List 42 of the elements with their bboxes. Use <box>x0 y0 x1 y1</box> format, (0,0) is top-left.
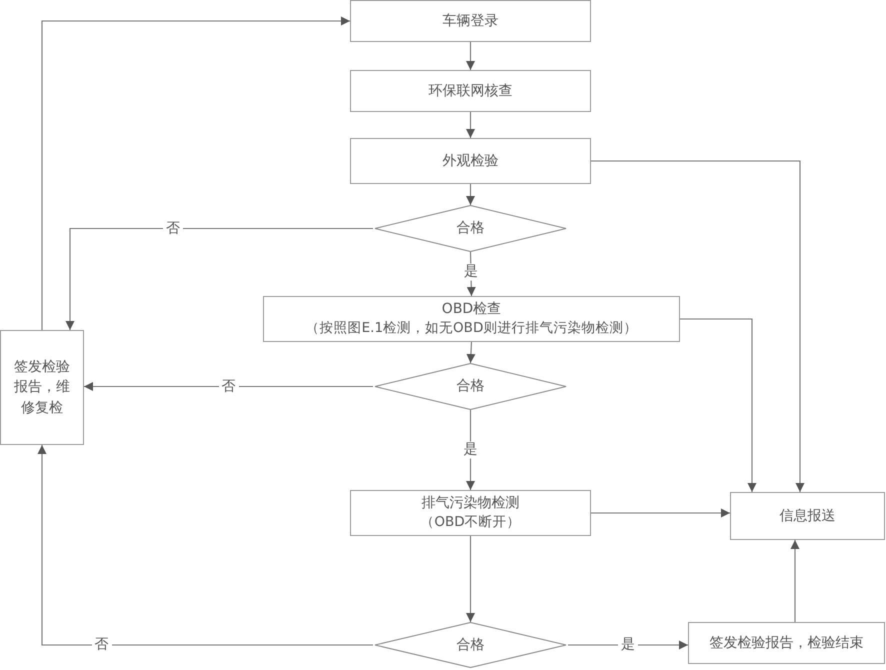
arrow <box>790 540 800 622</box>
decision-label: 合格 <box>456 219 484 238</box>
arrow <box>466 42 475 70</box>
process-box <box>350 138 591 184</box>
box-label: （按照图E.1检测，如无OBD则进行排气污染物检测） <box>306 319 638 338</box>
decision-diamond <box>373 363 568 410</box>
arrow <box>466 342 476 364</box>
box-label: 车辆登录 <box>442 12 498 31</box>
decision-label: 合格 <box>456 636 484 655</box>
process-box <box>350 70 591 112</box>
process-box <box>688 622 885 664</box>
arrow <box>41 16 350 330</box>
arrow <box>84 382 373 391</box>
arrow <box>591 160 804 492</box>
arrow <box>568 640 688 650</box>
arrow <box>466 184 475 205</box>
edge-label: 否 <box>218 378 238 395</box>
decision-diamond <box>373 205 568 252</box>
box-label: 排气污染物检测 <box>422 494 520 514</box>
arrow <box>591 508 730 518</box>
arrow <box>680 318 756 492</box>
process-box <box>263 296 680 342</box>
process-box <box>350 0 591 42</box>
box-label: （OBD不断开） <box>420 513 521 532</box>
edge-label: 是 <box>618 636 638 654</box>
edge-label: 否 <box>92 636 112 654</box>
box-label: 环保联网核查 <box>428 82 512 101</box>
box-label: 签发检验报告，检验结束 <box>710 634 864 653</box>
decision-diamond <box>373 622 568 668</box>
arrow <box>38 445 373 646</box>
arrow <box>466 536 475 622</box>
arrow <box>466 112 475 138</box>
process-box <box>730 492 885 540</box>
box-label: 信息报送 <box>780 506 836 526</box>
process-box <box>350 490 591 536</box>
box-label: 签发检验报告，维修复检 <box>13 358 71 418</box>
arrow <box>66 228 373 330</box>
edge-label: 否 <box>163 220 184 237</box>
decision-label: 合格 <box>456 377 484 396</box>
process-box <box>0 330 84 445</box>
box-label: OBD检查 <box>442 300 502 320</box>
box-label: 外观检验 <box>442 152 498 171</box>
